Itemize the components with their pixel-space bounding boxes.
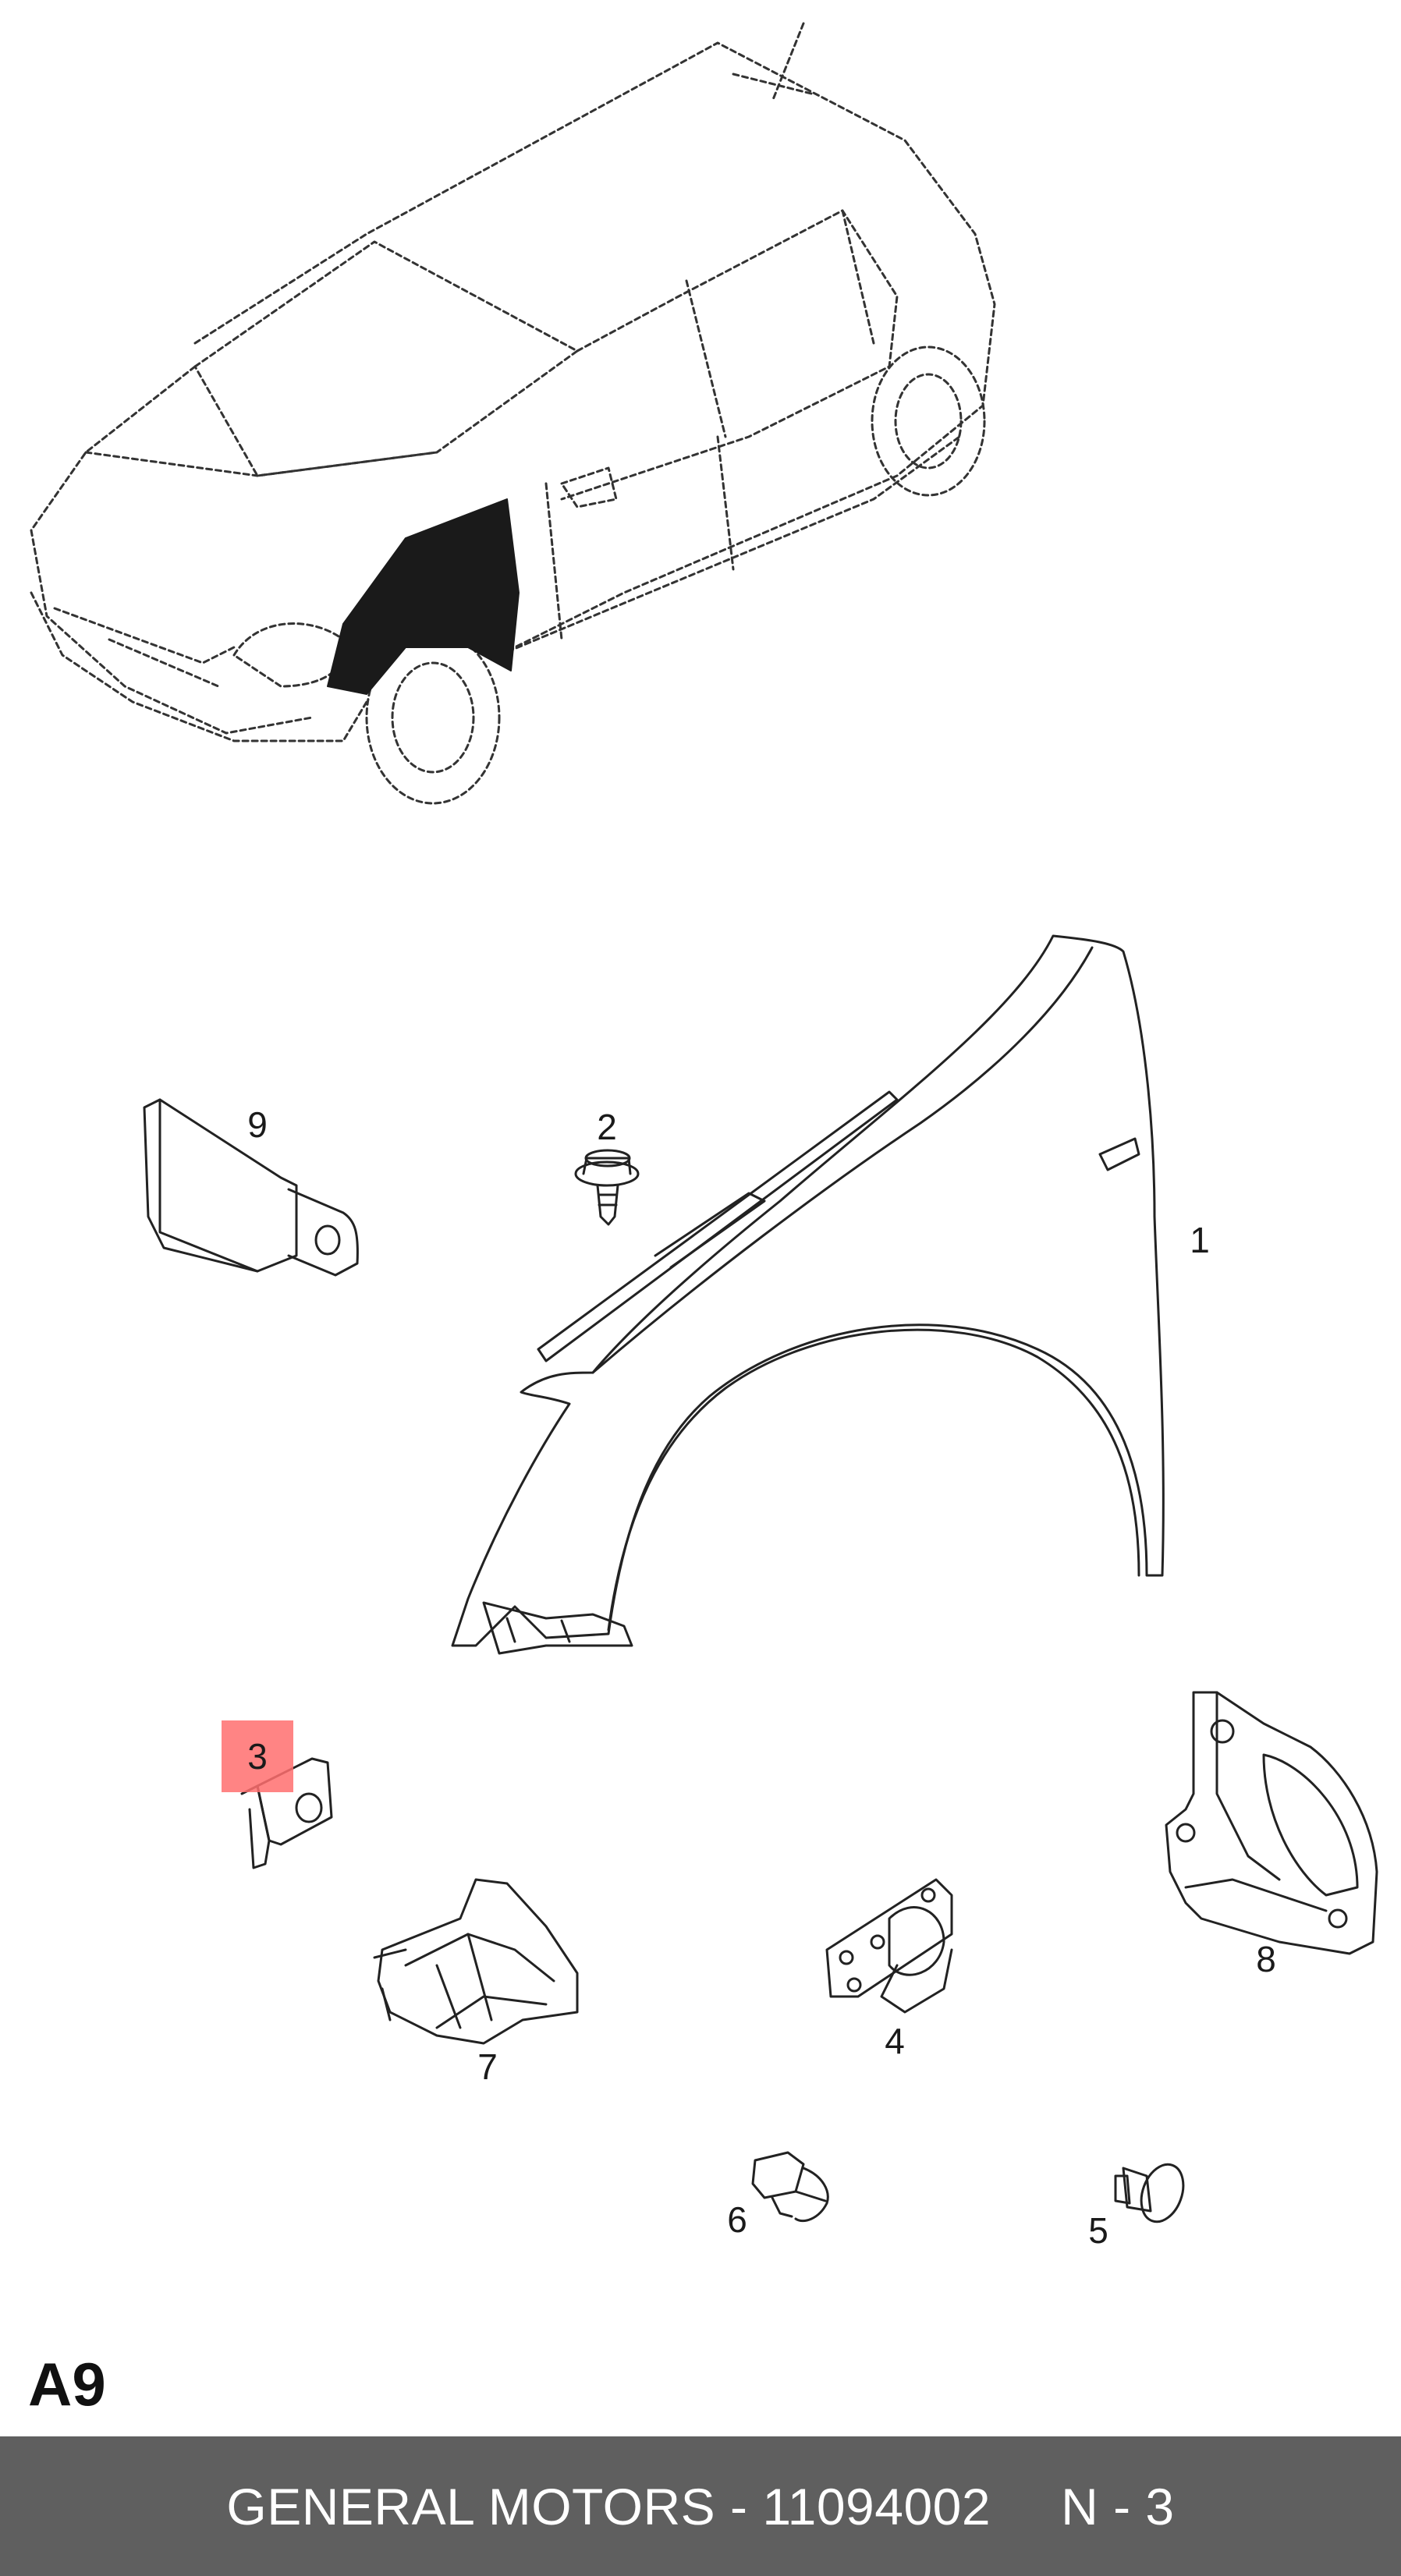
callout-1: 1 (1190, 1220, 1210, 1260)
part-7-shield (373, 1878, 579, 2045)
fender-highlight-area (327, 498, 520, 695)
callout-4: 4 (885, 2021, 905, 2061)
callout-8: 8 (1256, 1939, 1276, 1979)
part-8-bracket (1165, 1691, 1378, 1955)
part-9-bracket (143, 1098, 359, 1277)
manufacturer-part-number: GENERAL MOTORS - 11094002 (226, 2477, 991, 2535)
callout-9: 9 (247, 1104, 268, 1145)
part-1-fender (451, 934, 1165, 1655)
callout-6: 6 (727, 2199, 747, 2240)
diagram-code: A9 (28, 2350, 106, 2418)
footer-bar: GENERAL MOTORS - 11094002 N - 3 (0, 2436, 1401, 2576)
car-overview (30, 22, 996, 805)
callout-5: 5 (1088, 2210, 1108, 2251)
callout-7: 7 (477, 2046, 498, 2087)
callout-3-highlighted: 3 (222, 1720, 293, 1792)
reference-number: N - 3 (1061, 2477, 1175, 2535)
part-5-rivet (1114, 2163, 1185, 2223)
part-6-bolt (751, 2151, 829, 2223)
part-2-clip (574, 1149, 640, 1226)
callout-2: 2 (597, 1107, 617, 1147)
part-4-hinge (825, 1878, 953, 2014)
